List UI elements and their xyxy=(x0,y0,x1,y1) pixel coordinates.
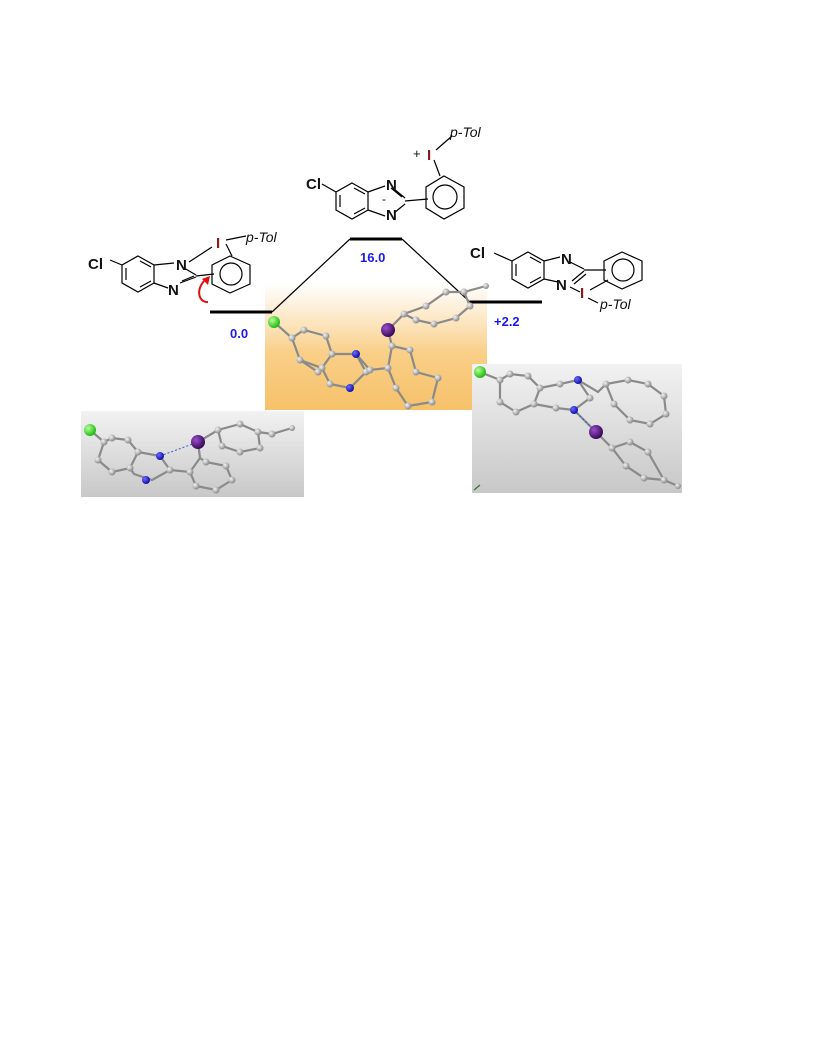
ts-structure xyxy=(321,135,465,220)
reactant-energy: 0.0 xyxy=(230,326,248,341)
ts-cl-label: Cl xyxy=(306,176,321,193)
reactant-structure xyxy=(109,235,251,304)
reactant-n-top-label: N xyxy=(176,257,187,274)
reactant-iodine-label: I xyxy=(216,235,220,252)
ts-charge: + xyxy=(413,146,421,161)
ts-n-bottom-label: N xyxy=(386,207,397,224)
product-iodine-label: I xyxy=(580,285,584,302)
reactant-3d-model-panel xyxy=(81,411,304,497)
ts-aryl-label: p-Tol xyxy=(449,124,482,140)
ts-energy: 16.0 xyxy=(360,250,385,265)
product-structure xyxy=(493,251,643,304)
reactant-n-bottom-label: N xyxy=(168,282,179,299)
product-ball-stick-model xyxy=(474,366,681,489)
ts-n-top-label: N xyxy=(386,177,397,194)
product-n-bottom-label: N xyxy=(556,277,567,294)
reactant-aryl-label: p-Tol xyxy=(245,229,278,245)
axis-glyph-icon xyxy=(473,484,481,491)
ts-iodine-label: I xyxy=(427,147,431,164)
ts-anion-sign: - xyxy=(382,192,386,206)
ts-ball-stick-model xyxy=(268,283,489,410)
product-aryl-label: p-Tol xyxy=(599,296,632,312)
product-cl-label: Cl xyxy=(470,245,485,262)
reactant-to-ts-line xyxy=(271,238,351,313)
rotation-arrow-icon xyxy=(198,280,209,304)
product-energy: +2.2 xyxy=(494,314,520,329)
reactant-ball-stick-model xyxy=(84,420,295,494)
ts-3d-model-panel xyxy=(265,283,487,410)
energy-curve xyxy=(210,237,542,314)
product-n-top-label: N xyxy=(561,251,572,268)
reactant-cl-label: Cl xyxy=(88,256,103,273)
